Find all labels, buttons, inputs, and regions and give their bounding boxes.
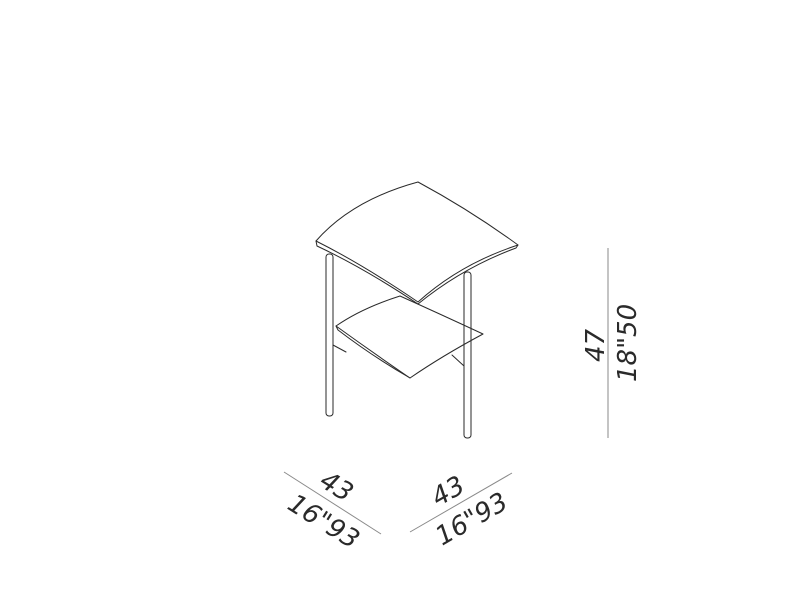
leg-brace-left <box>332 344 347 353</box>
front-right-leg <box>463 271 472 439</box>
width-left-dimension: 43 16"93 <box>282 465 382 555</box>
lower-shelf <box>335 295 484 379</box>
width-right-dimension: 43 16"93 <box>409 471 513 552</box>
height-cm-label: 47 <box>581 328 611 362</box>
leg-brace-right <box>451 354 465 367</box>
width-left-dimension-line <box>283 471 382 535</box>
table-top-edge <box>315 240 519 305</box>
height-inch-label: 18"50 <box>613 304 643 382</box>
height-dimension: 47 18"50 <box>581 248 643 438</box>
width-left-inch-label: 16"93 <box>282 488 364 555</box>
table-top <box>315 181 519 303</box>
front-left-leg <box>325 253 334 417</box>
width-right-dimension-line <box>409 472 513 533</box>
table-legs <box>325 253 472 439</box>
lower-shelf-edge <box>335 325 411 379</box>
